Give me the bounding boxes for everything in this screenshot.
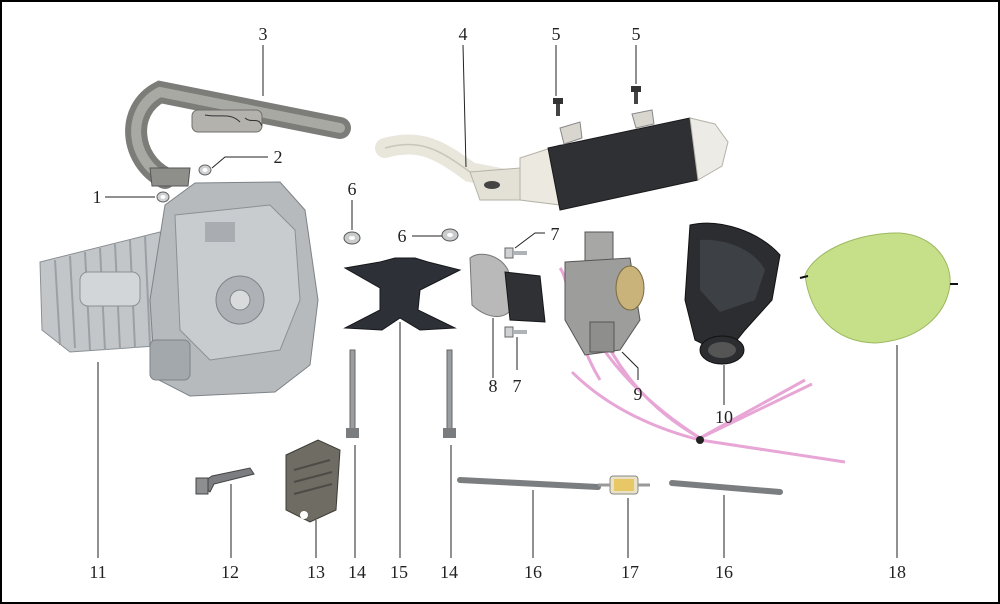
callout-7a: 7 [551,224,560,244]
callout-18: 18 [888,562,906,582]
air-box-part-10 [684,222,781,365]
callout-7b: 7 [513,376,522,396]
callout-4: 4 [459,24,468,44]
leader-4 [462,44,467,168]
muffler-part-4 [375,109,729,211]
washer-part-6b [441,228,459,242]
callout-6a: 6 [348,179,357,199]
intake-manifold-part-8 [469,253,546,323]
callout-12: 12 [221,562,239,582]
callout-16a: 16 [524,562,542,582]
screw-part-7a [504,247,527,259]
leader-9 [621,351,639,380]
foam-filter-part-18 [799,232,958,344]
shift-lever-part-12 [195,467,255,495]
callout-14b: 14 [440,562,458,582]
engine-part-11 [39,181,319,397]
callout-9: 9 [634,384,643,404]
bolt-part-5b [631,86,641,104]
callout-5b: 5 [632,24,641,44]
bolt-part-5a [553,98,563,116]
callout-13: 13 [307,562,325,582]
gasket-part-2 [198,164,212,176]
leader-2 [211,156,268,169]
gasket-part-1 [156,191,170,203]
leader-lines [97,44,898,558]
callout-5a: 5 [552,24,561,44]
fuel-hose-part-16a [457,477,601,490]
screw-part-7b [504,326,527,338]
callout-labels: 3 4 5 5 2 1 6 6 7 7 8 9 10 11 12 13 14 1… [89,24,906,582]
callout-8: 8 [489,376,498,396]
callout-14a: 14 [348,562,366,582]
callout-11: 11 [89,562,106,582]
long-bolt-part-14b [443,349,456,438]
carburetor-part-9 [558,231,846,464]
callout-3: 3 [259,24,268,44]
callout-10: 10 [715,407,733,427]
leader-7a [514,232,545,249]
callout-16b: 16 [715,562,733,582]
washer-part-6a [343,231,361,245]
header-pipe-part-3 [125,80,351,189]
callout-15: 15 [390,562,408,582]
callout-2: 2 [274,147,283,167]
callout-6b: 6 [398,226,407,246]
sprocket-cover-part-13 [285,439,341,523]
callout-1: 1 [93,187,102,207]
long-bolt-part-14a [346,349,359,438]
callout-17: 17 [621,562,639,582]
fuel-filter-part-17 [598,475,650,495]
mount-bracket-part-15 [343,257,462,331]
fuel-hose-part-16b [669,480,783,495]
